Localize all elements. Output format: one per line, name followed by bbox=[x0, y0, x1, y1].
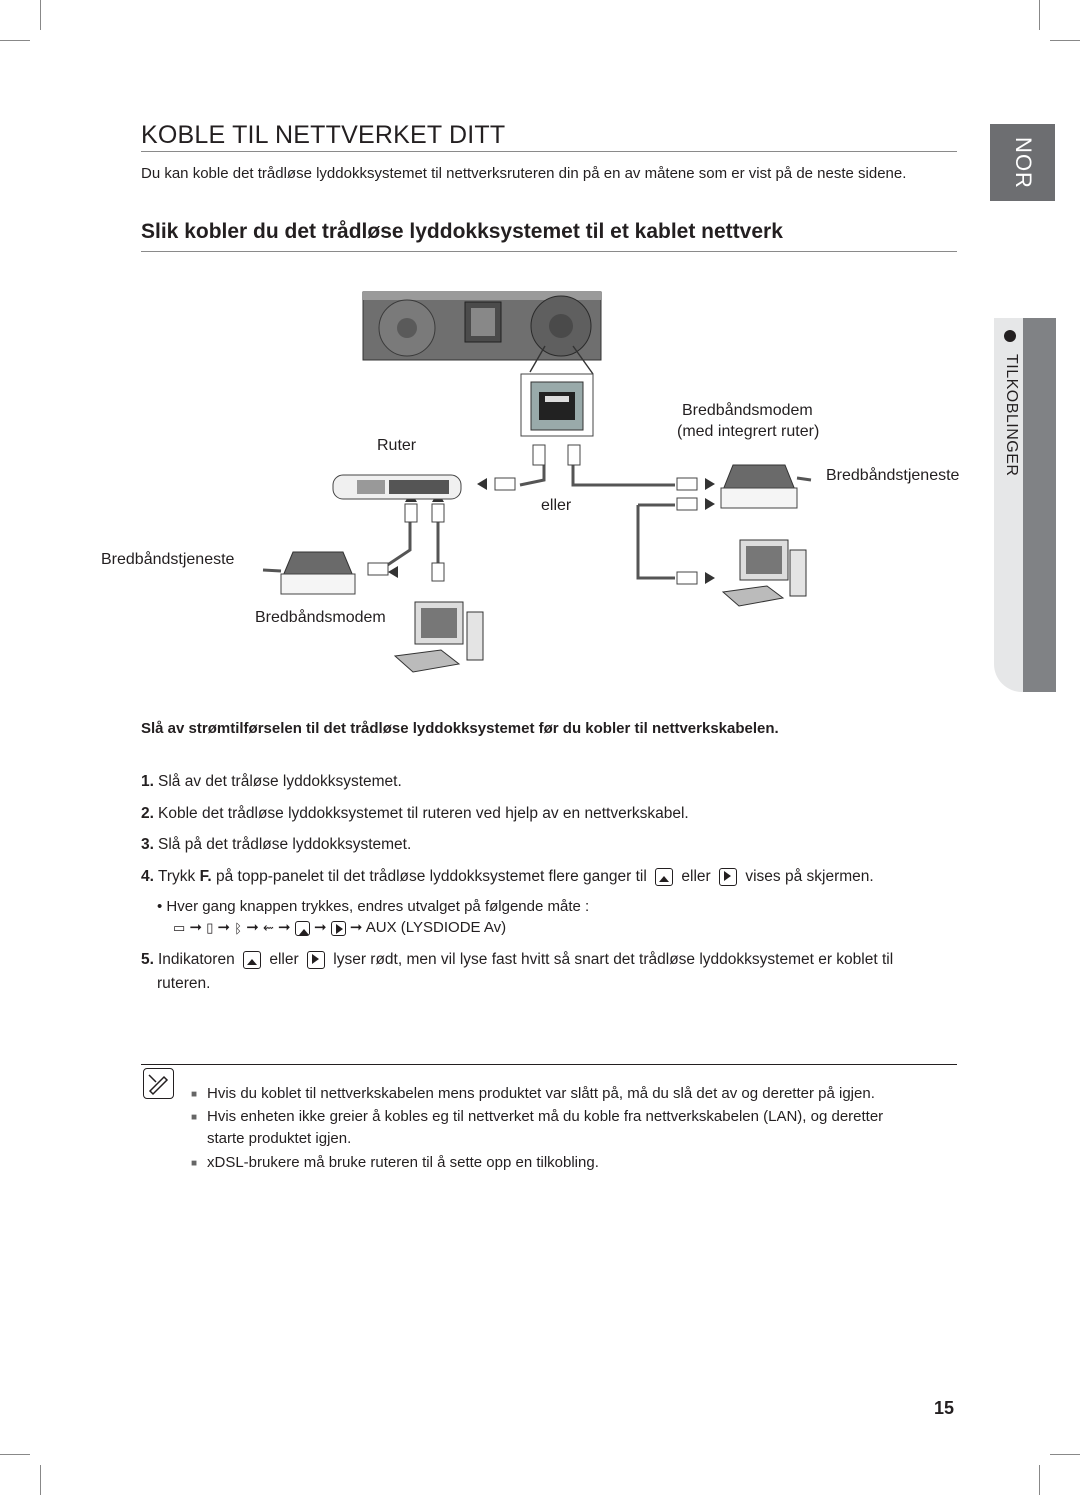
aux-label: AUX (LYSDIODE Av) bbox=[365, 919, 507, 936]
step-4: 4.Trykk F. på topp-panelet til det trådl… bbox=[141, 868, 874, 886]
bullet-dot-icon bbox=[1004, 330, 1016, 342]
modem-router-illustration bbox=[720, 464, 812, 509]
crop-mark bbox=[40, 1465, 41, 1495]
note-item: ■Hvis enheten ikke greier å kobles eg ti… bbox=[191, 1108, 884, 1125]
network-cables bbox=[379, 445, 675, 580]
language-tab-label: NOR bbox=[1010, 136, 1036, 189]
crop-mark bbox=[0, 1454, 30, 1455]
network-tv-icon bbox=[655, 868, 674, 886]
cable-plugs bbox=[367, 444, 698, 585]
key-label: F. bbox=[199, 868, 212, 886]
title-rule bbox=[141, 151, 957, 152]
step-5: 5.Indikatoren eller lyser rødt, men vil … bbox=[141, 951, 894, 969]
crop-mark bbox=[1039, 1465, 1040, 1495]
step-4-bullet: • Hver gang knappen trykkes, endres utva… bbox=[157, 898, 590, 915]
step-1: 1.Slå av det tråløse lyddokksystemet. bbox=[141, 773, 402, 790]
network-play-icon bbox=[719, 868, 738, 886]
section-subtitle: Slik kobler du det trådløse lyddokksyste… bbox=[141, 220, 783, 243]
modem-label: Bredbåndsmodem bbox=[255, 609, 386, 626]
note-rule bbox=[141, 1064, 957, 1065]
lan-port-illustration bbox=[520, 373, 594, 437]
computer-illustration bbox=[721, 539, 807, 607]
phone-icon: ▯ bbox=[206, 920, 214, 936]
modem-illustration bbox=[262, 551, 356, 595]
router-illustration bbox=[332, 474, 462, 500]
sound-dock-illustration bbox=[362, 291, 602, 375]
usb-icon: ⇜ bbox=[262, 920, 274, 936]
note-item-cont: starte produktet igjen. bbox=[207, 1130, 352, 1147]
computer-illustration bbox=[393, 601, 484, 673]
note-item: ■Hvis du koblet til nettverkskabelen men… bbox=[191, 1085, 875, 1102]
section-tab-label: TILKOBLINGER bbox=[1003, 354, 1020, 477]
network-play-icon bbox=[330, 920, 346, 936]
crop-mark bbox=[40, 0, 41, 30]
language-tab: NOR bbox=[990, 124, 1055, 201]
service-label-left: Bredbåndstjeneste bbox=[101, 551, 235, 568]
note-icon bbox=[143, 1068, 174, 1099]
tv-icon: ▭ bbox=[173, 920, 186, 936]
network-diagram bbox=[262, 291, 812, 673]
page-number: 15 bbox=[934, 1398, 955, 1418]
crop-mark bbox=[1039, 0, 1040, 30]
page-title: KOBLE TIL NETTVERKET DITT bbox=[141, 121, 506, 149]
crop-mark bbox=[1050, 1454, 1080, 1455]
warning-text: Slå av strømtilførselen til det trådløse… bbox=[141, 720, 779, 737]
crop-mark bbox=[0, 40, 30, 41]
or-label: eller bbox=[541, 497, 572, 514]
step-2: 2.Koble det trådløse lyddokksystemet til… bbox=[141, 805, 689, 822]
network-tv-icon bbox=[294, 920, 310, 936]
subtitle-rule bbox=[141, 251, 957, 252]
step-5-cont: ruteren. bbox=[157, 975, 211, 992]
crop-mark bbox=[1050, 40, 1080, 41]
bluetooth-icon: ᛒ bbox=[234, 920, 243, 936]
intro-text: Du kan koble det trådløse lyddokksysteme… bbox=[141, 165, 907, 182]
mode-sequence: ▭ ➞ ▯ ➞ ᛒ ➞ ⇜ ➞ ➞ ➞ AUX (LYSDIODE Av) bbox=[173, 919, 507, 936]
modem-router-label-1: Bredbåndsmodem bbox=[682, 402, 813, 419]
network-tv-icon bbox=[243, 951, 262, 969]
note-item: ■xDSL-brukere må bruke ruteren til å set… bbox=[191, 1154, 599, 1171]
network-play-icon bbox=[306, 951, 325, 969]
service-label-right: Bredbåndstjeneste bbox=[826, 467, 960, 484]
section-tab-edge bbox=[1023, 318, 1056, 692]
step-3: 3.Slå på det trådløse lyddokksystemet. bbox=[141, 836, 412, 853]
router-label: Ruter bbox=[377, 437, 417, 454]
modem-router-label-2: (med integrert ruter) bbox=[677, 423, 820, 440]
